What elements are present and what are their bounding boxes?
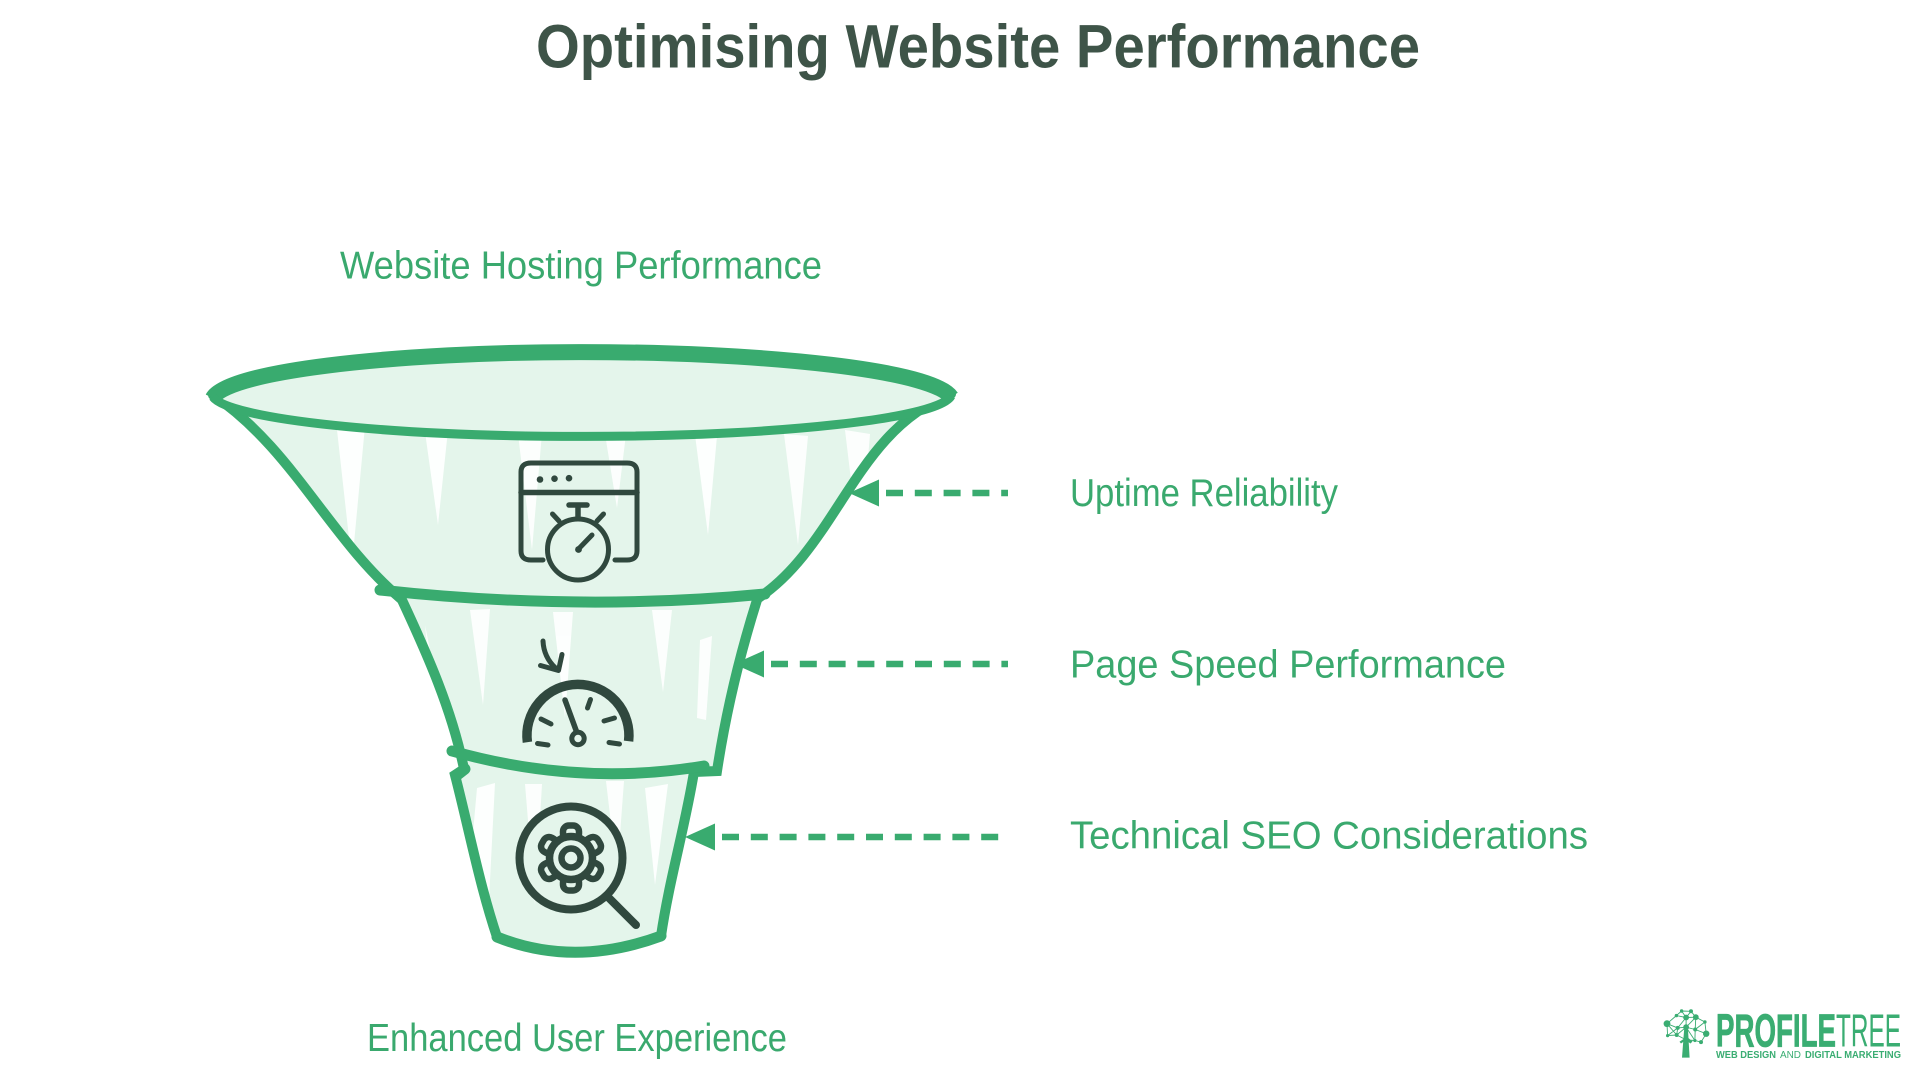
svg-text:TREE: TREE bbox=[1836, 1005, 1901, 1057]
svg-text:DIGITAL MARKETING: DIGITAL MARKETING bbox=[1805, 1050, 1901, 1061]
svg-text:WEB DESIGN: WEB DESIGN bbox=[1716, 1050, 1776, 1061]
svg-text:Website Hosting Performance: Website Hosting Performance bbox=[340, 244, 822, 287]
svg-text:Technical SEO Considerations: Technical SEO Considerations bbox=[1070, 815, 1588, 858]
svg-text:Enhanced User Experience: Enhanced User Experience bbox=[367, 1017, 787, 1060]
svg-text:Optimising Website Performance: Optimising Website Performance bbox=[536, 13, 1420, 81]
svg-text:AND: AND bbox=[1780, 1050, 1801, 1061]
svg-text:Uptime Reliability: Uptime Reliability bbox=[1070, 472, 1339, 515]
svg-text:Page Speed Performance: Page Speed Performance bbox=[1070, 644, 1506, 687]
svg-text:PROFILE: PROFILE bbox=[1716, 1005, 1836, 1057]
